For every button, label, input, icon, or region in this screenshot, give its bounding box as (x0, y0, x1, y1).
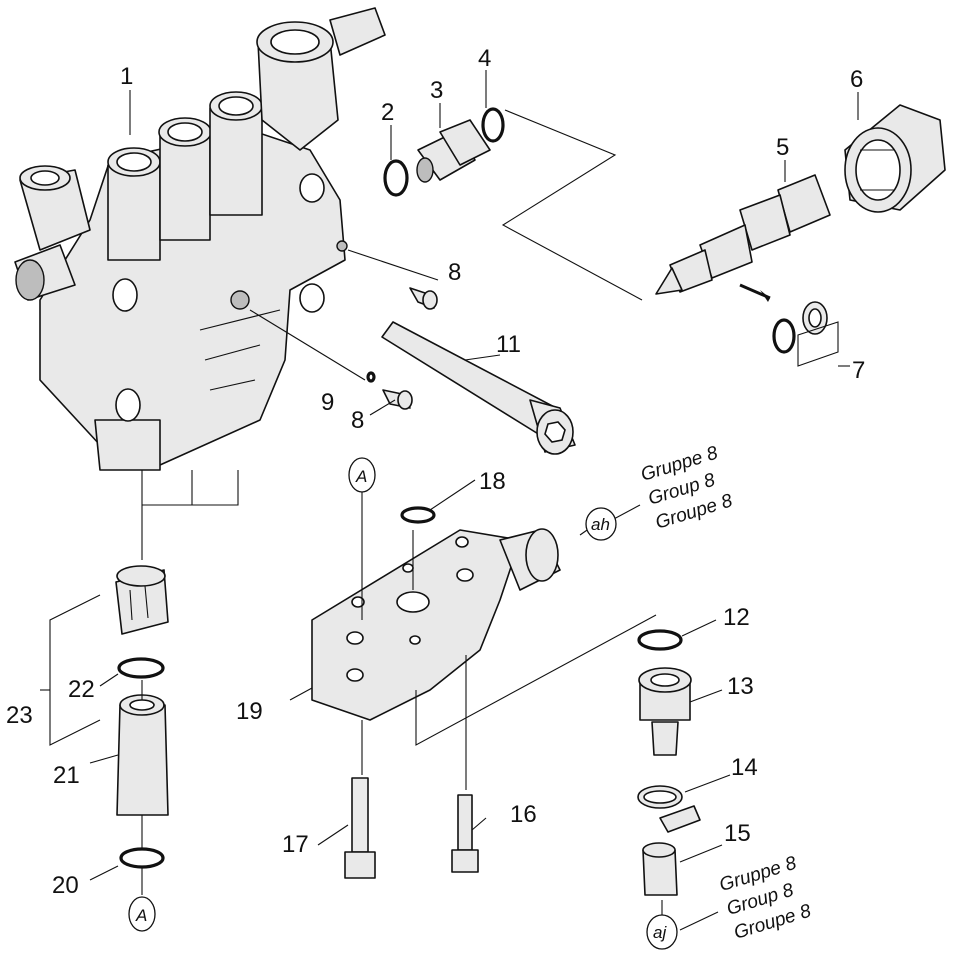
callout-21: 21 (53, 762, 80, 789)
screw-part-16 (451, 794, 479, 873)
callout-9: 9 (321, 389, 334, 416)
pump-head-part-1 (14, 7, 386, 471)
marker-a-bottom: A (128, 896, 156, 932)
callout-15: 15 (724, 820, 751, 847)
svg-text:aj: aj (653, 923, 667, 942)
o-ring-part-22 (117, 657, 165, 679)
screw-part-8-upper (409, 287, 438, 310)
callout-20: 20 (52, 872, 79, 899)
nozzle-part-5 (655, 174, 831, 302)
marker-aj: aj (646, 914, 678, 950)
o-ring-part-18 (400, 506, 436, 524)
callout-19: 19 (236, 698, 263, 725)
hose-part-15 (642, 842, 678, 896)
callout-13: 13 (727, 673, 754, 700)
hose-clamp-part-14 (637, 785, 701, 833)
callout-1: 1 (120, 63, 133, 90)
callout-3: 3 (430, 77, 443, 104)
bolt-part-11 (381, 321, 576, 455)
group-reference-ah: Gruppe 8 Group 8 Groupe 8 (638, 442, 735, 533)
callout-12: 12 (723, 604, 750, 631)
leader-lines (40, 70, 859, 931)
o-ring-part-12 (637, 629, 683, 651)
group-reference-aj: Gruppe 8 Group 8 Groupe 8 (717, 853, 814, 944)
callout-11: 11 (496, 331, 521, 358)
callout-16: 16 (510, 801, 537, 828)
o-ring-part-4 (481, 107, 505, 143)
valve-sleeve-part-21 (116, 694, 169, 816)
valve-insert-part-3 (416, 119, 491, 183)
callout-8-lower: 8 (351, 407, 364, 434)
o-ring-part-2 (383, 159, 409, 197)
manifold-part-19 (311, 528, 561, 721)
callout-14: 14 (731, 754, 758, 781)
callout-2: 2 (381, 99, 394, 126)
cap-part-6 (844, 104, 946, 213)
callout-labels: 1 2 3 4 5 6 7 8 8 9 11 12 13 14 15 16 17… (6, 45, 865, 899)
callout-18: 18 (479, 468, 506, 495)
screw-part-8-lower (382, 389, 413, 410)
callout-8-upper: 8 (448, 259, 461, 286)
callout-4: 4 (478, 45, 491, 72)
hose-fitting-part-13 (638, 667, 692, 756)
svg-text:A: A (135, 906, 147, 925)
callout-17: 17 (282, 831, 309, 858)
callout-5: 5 (776, 134, 789, 161)
callout-6: 6 (850, 66, 863, 93)
screw-part-17 (344, 777, 376, 879)
o-ring-part-7a (772, 318, 796, 354)
callout-22: 22 (68, 676, 95, 703)
callout-7: 7 (852, 357, 865, 384)
seal-part-9 (366, 371, 376, 383)
svg-text:A: A (355, 467, 367, 486)
callout-23: 23 (6, 702, 33, 729)
marker-ah: ah (585, 507, 617, 541)
o-ring-part-20 (119, 847, 165, 869)
svg-text:ah: ah (591, 515, 610, 534)
marker-a-top: A (348, 457, 376, 493)
valve-cage-part-23 (115, 565, 169, 635)
